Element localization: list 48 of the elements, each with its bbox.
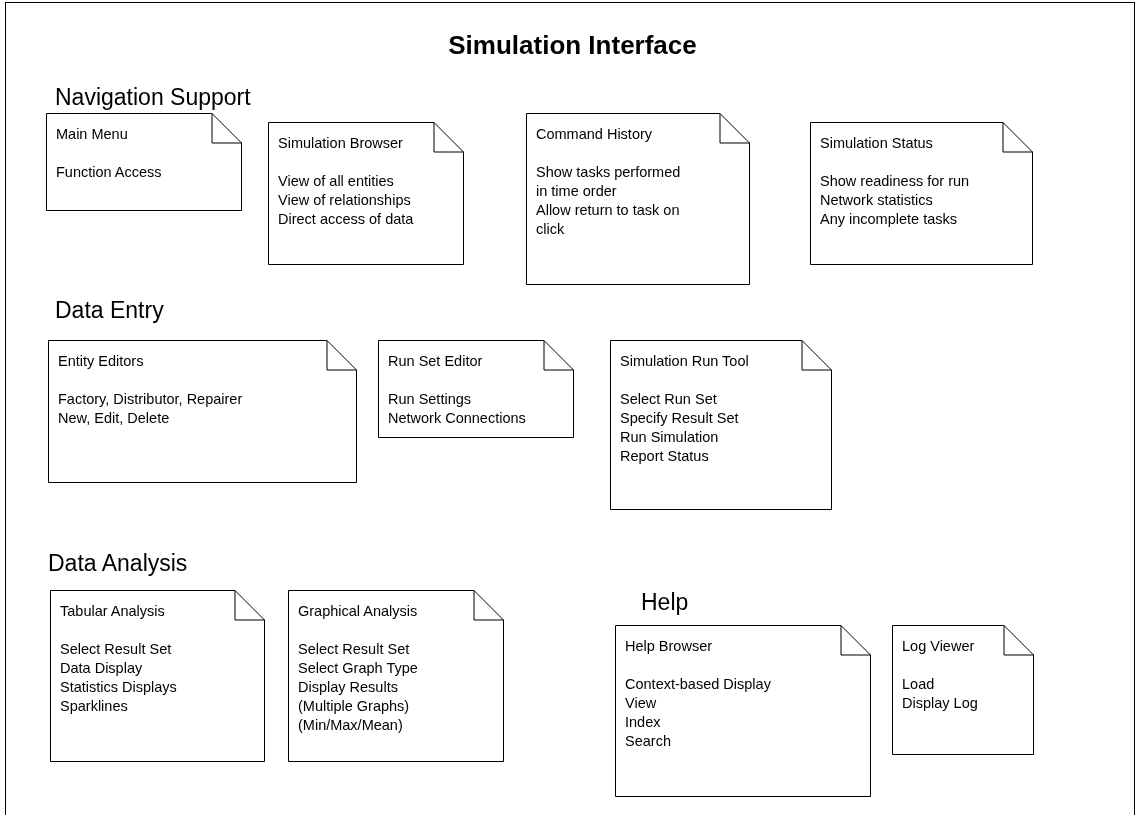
note-item: Function Access [56,163,163,182]
note-item: Select Result Set [60,640,173,659]
note-title: Simulation Run Tool [620,352,750,371]
note-item: Report Status [620,447,710,466]
note-title: Command History [536,125,654,144]
note-title: Entity Editors [58,352,145,371]
note-item: (Min/Max/Mean) [298,716,404,735]
section-heading: Data Entry [55,297,164,324]
note-title: Help Browser [625,637,714,656]
note-item: Statistics Displays [60,678,178,697]
note-item: Run Settings [388,390,473,409]
note-item: Show tasks performed in time order [536,163,682,201]
note-item: Select Result Set [298,640,411,659]
note-item: Network Connections [388,409,527,428]
note-item: Network statistics [820,191,934,210]
note-item: Factory, Distributor, Repairer [58,390,244,409]
diagram-title: Simulation Interface [447,30,698,61]
note-title: Run Set Editor [388,352,484,371]
note-item: Data Display [60,659,144,678]
note-item: Any incomplete tasks [820,210,958,229]
note-item: View of relationships [278,191,412,210]
note-item: View [625,694,658,713]
note-item: Display Results [298,678,399,697]
note-item: Select Run Set [620,390,718,409]
section-heading: Navigation Support [55,84,251,111]
note-item: Search [625,732,672,751]
note-item: Sparklines [60,697,129,716]
note-title: Main Menu [56,125,129,144]
note-title: Simulation Status [820,134,934,153]
note-item: (Multiple Graphs) [298,697,411,716]
section-heading: Help [641,589,689,616]
note-item: Select Graph Type [298,659,419,678]
note-item: Specify Result Set [620,409,740,428]
section-heading: Data Analysis [48,550,188,577]
note-item: Run Simulation [620,428,720,447]
note-item: Direct access of data [278,210,415,229]
note-item: View of all entities [278,172,395,191]
note-item: New, Edit, Delete [58,409,171,428]
note-item: Index [625,713,662,732]
note-title: Tabular Analysis [60,602,166,621]
note-item: Allow return to task on click [536,201,681,239]
note-title: Simulation Browser [278,134,404,153]
note-item: Context-based Display [625,675,772,694]
note-item: Show readiness for run [820,172,971,191]
note-title: Log Viewer [902,637,976,656]
note-title: Graphical Analysis [298,602,419,621]
note-item: Display Log [902,694,979,713]
note-item: Load [902,675,936,694]
